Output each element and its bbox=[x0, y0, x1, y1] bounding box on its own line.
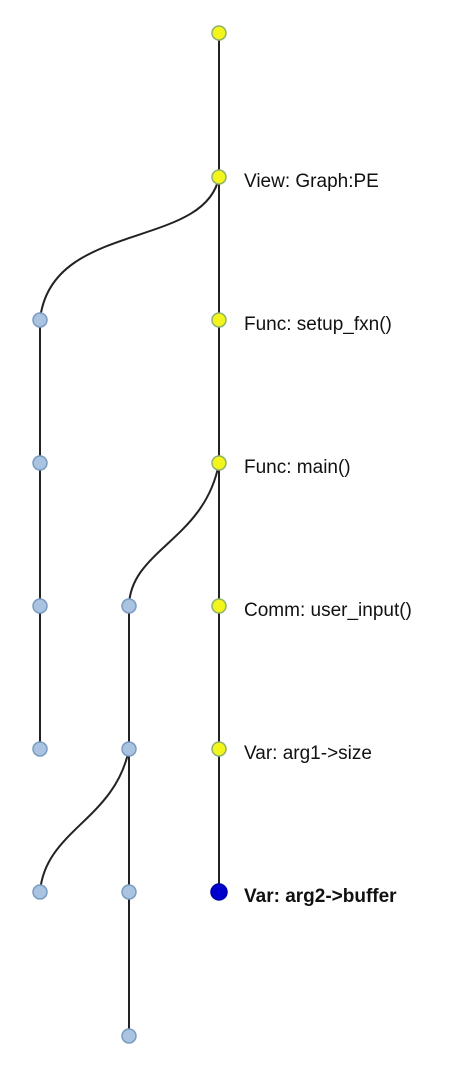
edge-branch-view-to-left bbox=[39, 176, 220, 321]
node-middle-4[interactable] bbox=[121, 1028, 137, 1044]
node-main[interactable] bbox=[211, 455, 227, 471]
node-middle-2[interactable] bbox=[121, 741, 137, 757]
label-setup-fxn: Func: setup_fxn() bbox=[244, 314, 392, 335]
node-setup-fxn[interactable] bbox=[211, 312, 227, 328]
node-left-4[interactable] bbox=[32, 741, 48, 757]
node-user-input[interactable] bbox=[211, 598, 227, 614]
node-view-graph[interactable] bbox=[211, 169, 227, 185]
edge-branch-middle-to-lower-left bbox=[39, 748, 130, 893]
node-arg1-size[interactable] bbox=[211, 741, 227, 757]
node-left-3[interactable] bbox=[32, 598, 48, 614]
node-left-2[interactable] bbox=[32, 455, 48, 471]
node-middle-1[interactable] bbox=[121, 598, 137, 614]
node-left-1[interactable] bbox=[32, 312, 48, 328]
node-arg2-buffer[interactable] bbox=[210, 883, 228, 901]
edge-branch-main-to-middle bbox=[128, 462, 220, 607]
graph-labels: View: Graph:PE Func: setup_fxn() Func: m… bbox=[244, 171, 412, 907]
node-lower-left[interactable] bbox=[32, 884, 48, 900]
node-root[interactable] bbox=[211, 25, 227, 41]
label-view-graph: View: Graph:PE bbox=[244, 171, 379, 192]
node-middle-3[interactable] bbox=[121, 884, 137, 900]
label-arg1-size: Var: arg1->size bbox=[244, 743, 372, 764]
label-main: Func: main() bbox=[244, 457, 351, 478]
label-arg2-buffer: Var: arg2->buffer bbox=[244, 886, 397, 907]
label-user-input: Comm: user_input() bbox=[244, 600, 412, 621]
graph-nodes bbox=[32, 25, 228, 1044]
